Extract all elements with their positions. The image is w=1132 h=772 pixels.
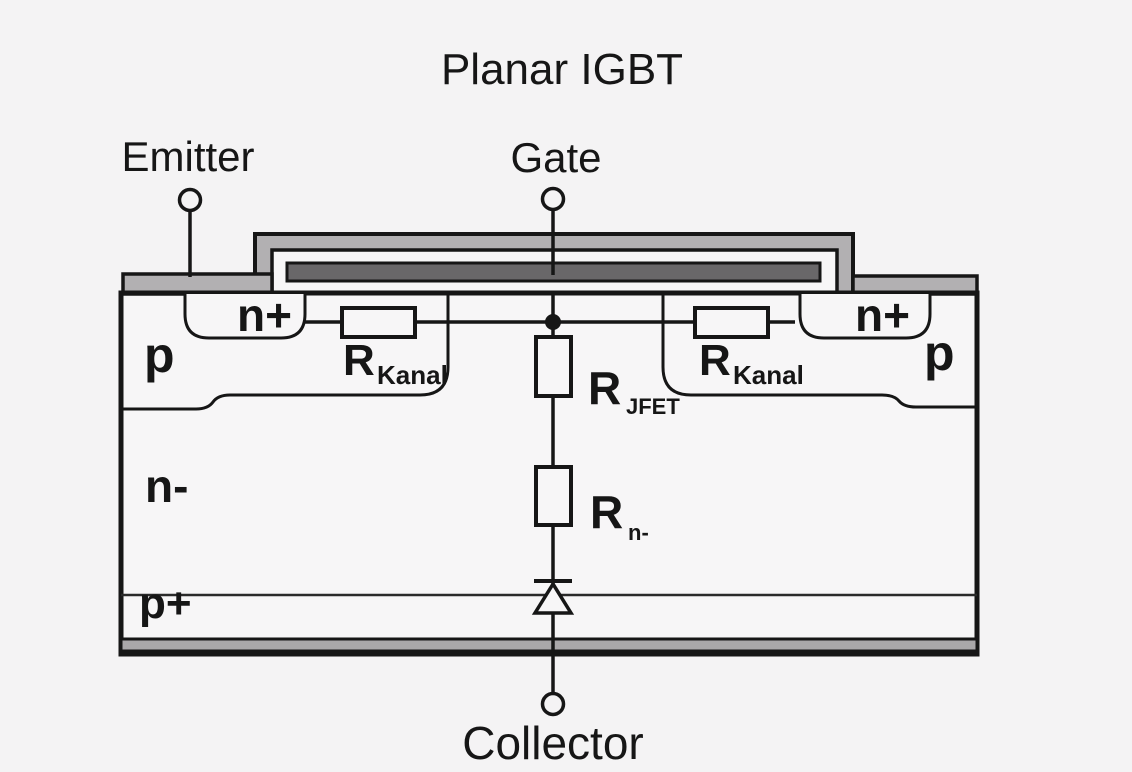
diode-symbol <box>531 580 575 615</box>
p-left-label: p <box>144 327 175 383</box>
r-kanal-left-resistor <box>340 306 417 339</box>
emitter-terminal <box>177 187 203 213</box>
n-plus-region-left <box>183 294 307 340</box>
n-plus-right-label: n+ <box>855 289 910 341</box>
p-well-boundary-left <box>121 295 450 411</box>
r-kanal-right-symbol: R <box>699 336 731 385</box>
r-n-drift-subscript: n- <box>628 520 649 545</box>
collector-terminal <box>540 691 566 717</box>
p-right-label: p <box>924 325 955 381</box>
r-kanal-left-subscript: Kanal <box>377 360 448 390</box>
n-plus-region-right <box>798 294 932 340</box>
r-kanal-right-subscript: Kanal <box>733 360 804 390</box>
r-jfet-resistor <box>534 335 573 398</box>
r-n-drift-symbol: R <box>590 486 623 538</box>
r-jfet-subscript: JFET <box>626 394 680 419</box>
gate-terminal <box>540 186 566 212</box>
gate-label: Gate <box>510 134 601 181</box>
collector-metal <box>119 637 979 653</box>
n-drift-label: n- <box>145 460 188 512</box>
n-plus-left-label: n+ <box>237 289 292 341</box>
diagram-title: Planar IGBT <box>441 45 683 94</box>
r-kanal-left-symbol: R <box>343 336 375 385</box>
collector-label: Collector <box>462 717 644 769</box>
r-kanal-right-resistor <box>693 306 770 339</box>
p-well-boundary-right <box>661 295 977 409</box>
r-n-drift-resistor <box>534 465 573 527</box>
junction-dot <box>545 314 561 330</box>
emitter-label: Emitter <box>121 133 254 180</box>
r-jfet-symbol: R <box>588 362 621 414</box>
p-plus-label: p+ <box>139 579 192 628</box>
